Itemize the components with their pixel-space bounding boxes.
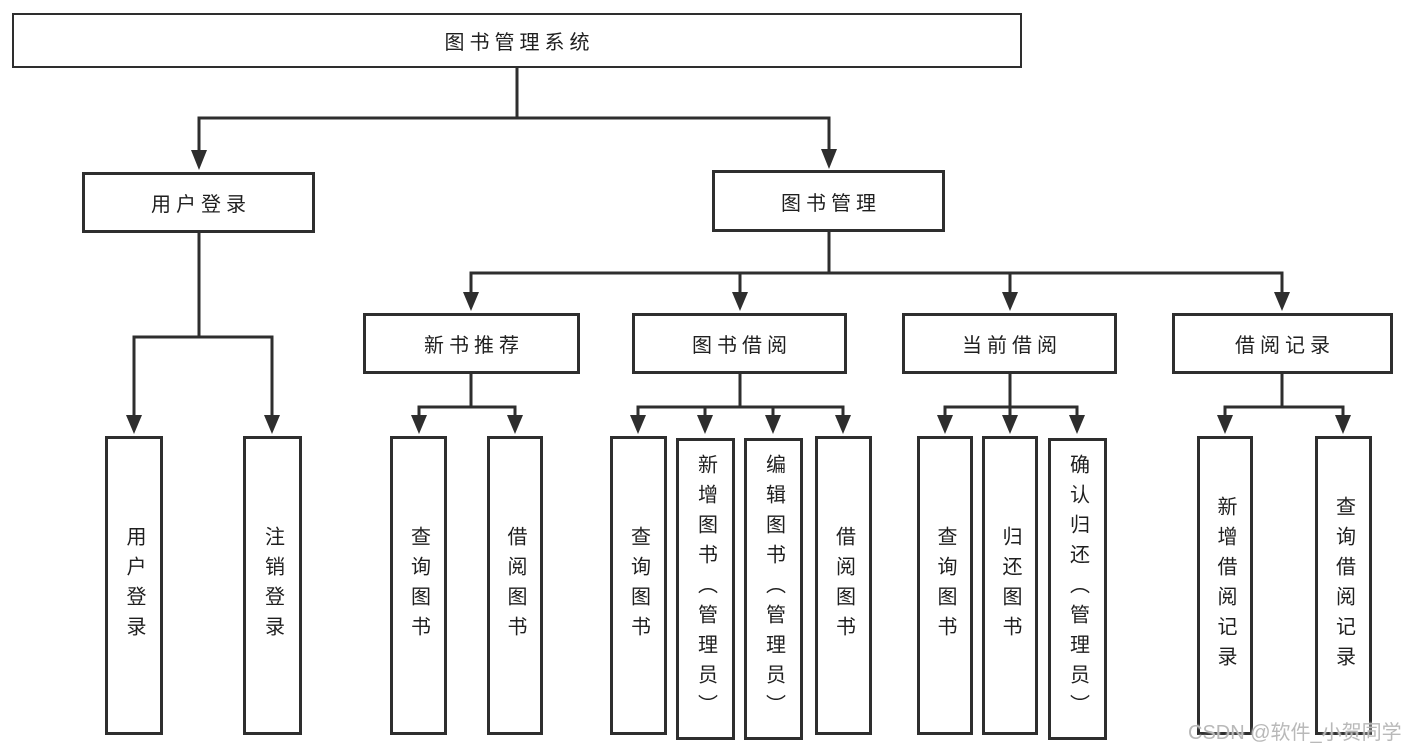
leaf-user-login: 用户登录	[105, 436, 163, 735]
leaf-add-books-admin: 新增图书（管理员）	[676, 438, 735, 740]
watermark: CSDN @软件_小贺同学	[1188, 722, 1402, 744]
leaf-logout: 注销登录	[243, 436, 302, 735]
node-current-borrow: 当前借阅	[902, 313, 1117, 374]
leaf-query-books-current: 查询图书	[917, 436, 973, 735]
node-new-book-recommend: 新书推荐	[363, 313, 580, 374]
node-root-library-system: 图书管理系统	[12, 13, 1022, 68]
node-user-login: 用户登录	[82, 172, 315, 233]
leaf-add-borrow-record: 新增借阅记录	[1197, 436, 1253, 735]
node-book-borrow: 图书借阅	[632, 313, 847, 374]
node-book-management: 图书管理	[712, 170, 945, 232]
leaf-confirm-return-admin: 确认归还（管理员）	[1048, 438, 1107, 740]
leaf-query-borrow-record: 查询借阅记录	[1315, 436, 1372, 735]
leaf-query-books-recommend: 查询图书	[390, 436, 447, 735]
leaf-edit-books-admin: 编辑图书（管理员）	[744, 438, 803, 740]
leaf-borrow-books: 借阅图书	[815, 436, 872, 735]
leaf-query-books-borrow: 查询图书	[610, 436, 667, 735]
node-borrow-records: 借阅记录	[1172, 313, 1393, 374]
leaf-return-books: 归还图书	[982, 436, 1038, 735]
leaf-borrow-books-recommend: 借阅图书	[487, 436, 543, 735]
